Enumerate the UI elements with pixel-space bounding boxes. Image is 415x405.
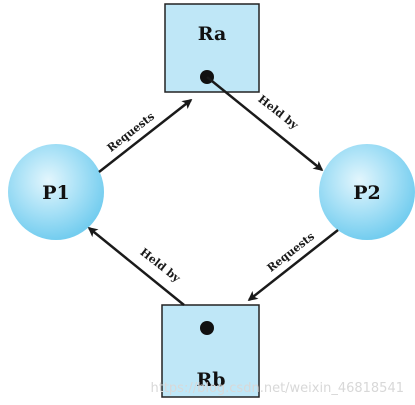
process-p1-label: P1 [42, 182, 70, 204]
edge-p1-requests-ra-arrow [98, 98, 193, 173]
resource-rb-box [161, 304, 260, 398]
watermark-text: https://blog.csdn.net/weixin_46818541 [150, 381, 404, 396]
process-p2-label: P2 [353, 182, 381, 204]
edge-rb-held-by-p1: Held by [87, 226, 185, 306]
resource-rb-label: Rb [196, 369, 225, 391]
edge-ra-held-by-p2: Held by [206, 76, 324, 172]
edge-p2-requests-rb: Requests [247, 229, 339, 302]
process-p2: P2 [319, 144, 415, 240]
resource-rb: Rb [161, 304, 260, 398]
edge-ra-held-by-p2-label: Held by [256, 93, 302, 133]
edge-rb-held-by-p1-label: Held by [138, 246, 184, 286]
edge-rb-held-by-p1-arrow [87, 226, 185, 306]
edge-ra-held-by-p2-arrow [206, 76, 324, 172]
process-p1-circle [8, 144, 104, 240]
resource-ra: Ra [164, 3, 260, 93]
process-p1: P1 [8, 144, 104, 240]
resource-rb-instance-dot [200, 321, 214, 335]
edge-p2-requests-rb-arrow [247, 229, 339, 302]
process-p2-circle [319, 144, 415, 240]
resource-ra-label: Ra [198, 23, 227, 45]
edge-p1-requests-ra: Requests [98, 98, 193, 173]
